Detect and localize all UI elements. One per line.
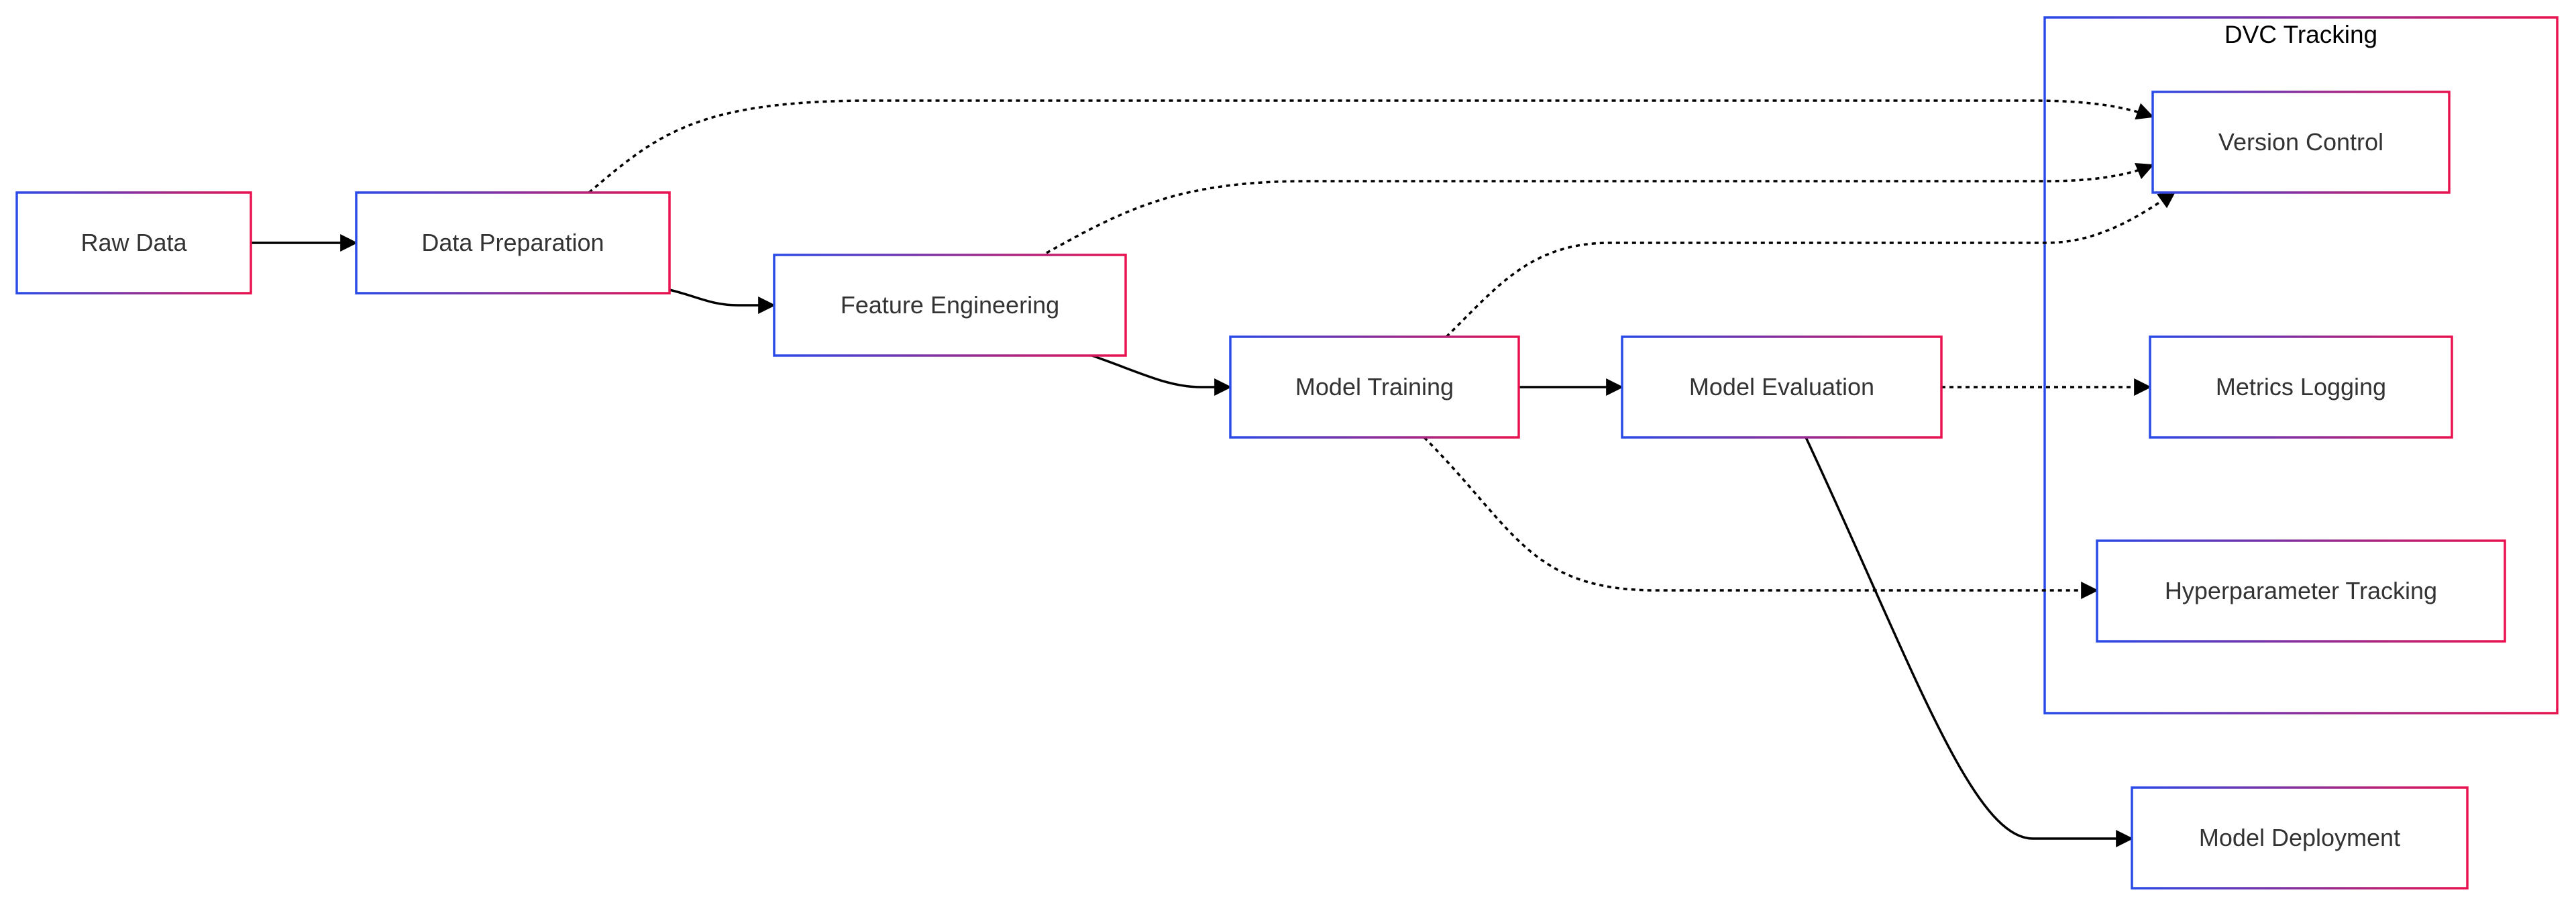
node-version-control[interactable]: Version Control [2151,91,2451,194]
node-metrics-logging-box [2149,335,2453,439]
node-raw-data-label: Raw Data [80,229,187,256]
edge-feature-engineering-to-model-training [1087,353,1232,396]
node-raw-data-box [15,191,252,295]
node-metrics-logging[interactable]: Metrics Logging [2149,335,2453,439]
node-model-deployment-box [2131,786,2469,890]
node-model-evaluation-box [1621,335,1943,439]
node-hyperparameter-tracking-label: Hyperparameter Tracking [2165,577,2437,604]
edge-feature-engineering-to-version-control [1046,163,2155,254]
edge-model-evaluation-to-model-deployment [1805,437,2134,847]
node-feature-engineering[interactable]: Feature Engineering [773,254,1127,357]
edge-model-training-to-hyperparameter-tracking [1423,436,2099,599]
node-feature-engineering-box [773,254,1127,357]
node-model-training-box [1229,335,1520,439]
node-model-training[interactable]: Model Training [1229,335,1520,439]
edge-model-training-to-version-control [1445,191,2176,338]
node-hyperparameter-tracking[interactable]: Hyperparameter Tracking [2096,539,2506,643]
edges-layer [251,99,2176,847]
node-data-preparation[interactable]: Data Preparation [355,191,671,295]
node-version-control-box [2151,91,2451,194]
node-data-preparation-label: Data Preparation [421,229,604,256]
node-model-evaluation-label: Model Evaluation [1689,373,1874,401]
node-model-deployment[interactable]: Model Deployment [2131,786,2469,890]
node-model-evaluation[interactable]: Model Evaluation [1621,335,1943,439]
group-dvc-tracking-label: DVC Tracking [2224,21,2377,48]
edge-data-preparation-to-feature-engineering [669,288,776,314]
node-raw-data[interactable]: Raw Data [15,191,252,295]
node-model-training-label: Model Training [1295,373,1454,401]
node-version-control-label: Version Control [2218,128,2383,156]
node-metrics-logging-label: Metrics Logging [2216,373,2386,401]
nodes-layer: Raw Data Data Preparation Feature Engine… [15,91,2506,890]
node-hyperparameter-tracking-box [2096,539,2506,643]
node-model-deployment-label: Model Deployment [2199,824,2400,851]
edge-data-preparation-to-version-control [588,99,2155,194]
node-feature-engineering-label: Feature Engineering [841,291,1059,319]
node-data-preparation-box [355,191,671,295]
